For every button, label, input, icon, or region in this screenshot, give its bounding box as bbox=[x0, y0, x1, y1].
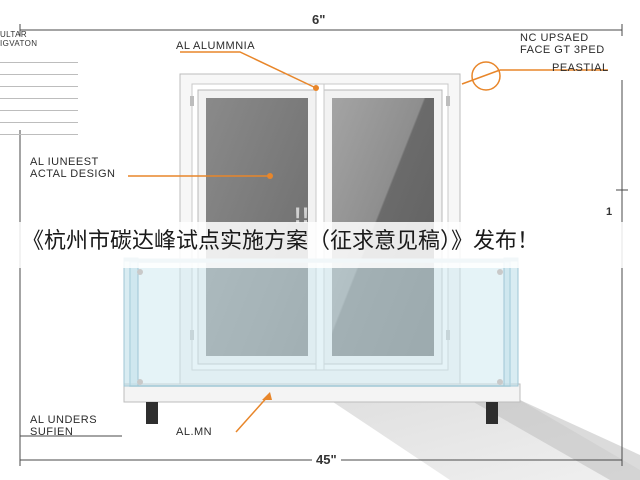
balcony-leg-right bbox=[486, 402, 498, 424]
glass-mark: !! bbox=[294, 203, 310, 228]
headline-banner bbox=[0, 222, 640, 268]
callout-top-left: AL ALUMMNIA bbox=[176, 40, 256, 52]
glass-clamp bbox=[137, 379, 143, 385]
hinge-left-top bbox=[190, 96, 194, 106]
spec-sheet-title: ULTAR IGVATON bbox=[0, 30, 37, 48]
bottom-dimension-label: 45" bbox=[312, 452, 341, 467]
spec-row bbox=[0, 122, 78, 135]
glass-balustrade-side-right bbox=[503, 257, 519, 387]
hinge-right-top bbox=[446, 96, 450, 106]
spec-row bbox=[0, 86, 78, 99]
callout-bottom-left-line-1: AL UNDERS bbox=[30, 414, 98, 426]
spec-title-line-1: ULTAR bbox=[0, 30, 28, 39]
spec-row bbox=[0, 62, 78, 75]
spec-title-line-2: IGVATON bbox=[0, 39, 38, 48]
leader-top-right bbox=[461, 69, 501, 85]
callout-bottom-left-line-2: SUFIEN bbox=[30, 426, 74, 438]
spec-sheet: ULTAR IGVATON bbox=[0, 30, 78, 135]
glass-balustrade-front bbox=[129, 261, 511, 387]
spec-row bbox=[0, 110, 78, 123]
callout-top-right-line-3: PEASTIAL bbox=[552, 62, 609, 74]
leader-top-left bbox=[180, 51, 317, 89]
spec-row bbox=[0, 50, 78, 63]
right-edge-mark: 1 bbox=[606, 206, 613, 218]
spec-row bbox=[0, 98, 78, 111]
leader-ring-right bbox=[471, 61, 501, 91]
callout-bottom-center: AL.MN bbox=[176, 426, 213, 438]
callout-bottom-left: AL UNDERS SUFIEN bbox=[30, 414, 97, 438]
right-dimension-line bbox=[616, 80, 628, 460]
callout-top-right: NC UPSAED FACE GT 3PED bbox=[520, 32, 605, 56]
callout-top-right-line-1: NC UPSAED bbox=[520, 32, 589, 44]
callout-mid-left: AL IUNEEST ACTAL DESIGN bbox=[30, 156, 115, 180]
top-dimension-label: 6" bbox=[312, 12, 326, 27]
leader-dot-top bbox=[313, 85, 319, 91]
glass-balustrade-side-left bbox=[123, 257, 139, 387]
glass-clamp bbox=[137, 269, 143, 275]
leader-bottom bbox=[235, 393, 271, 433]
leader-arrow-bottom bbox=[262, 392, 272, 400]
glass-clamp bbox=[497, 269, 503, 275]
balcony-leg-left bbox=[146, 402, 158, 424]
glass-clamp bbox=[497, 379, 503, 385]
leader-dot-mid bbox=[267, 173, 273, 179]
callout-top-right-line-2: FACE GT 3PED bbox=[520, 44, 605, 56]
callout-mid-left-line-1: AL IUNEEST bbox=[30, 156, 99, 168]
spec-row bbox=[0, 74, 78, 87]
callout-mid-left-line-2: ACTAL DESIGN bbox=[30, 168, 116, 180]
top-dimension-line bbox=[19, 24, 623, 36]
headline-text: 《杭州市碳达峰试点实施方案（征求意见稿）》发布！ bbox=[22, 229, 540, 254]
callout-leaders bbox=[128, 51, 608, 433]
